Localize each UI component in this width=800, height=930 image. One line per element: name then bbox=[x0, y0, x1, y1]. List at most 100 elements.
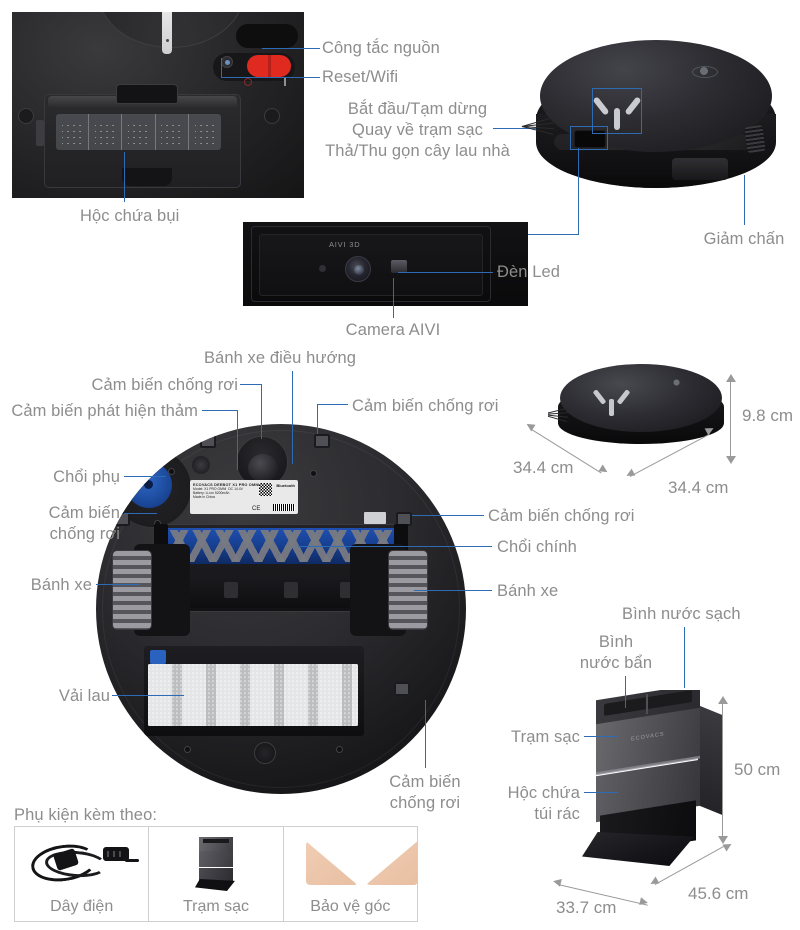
camera-sensor-dot bbox=[319, 265, 326, 272]
screw-hole bbox=[18, 108, 34, 124]
accessory-item-dock: Trạm sạc bbox=[149, 827, 284, 921]
dock-art bbox=[149, 833, 282, 891]
leader-mop-cloth bbox=[112, 695, 184, 697]
label-dirty-water-tank-line1: Bình bbox=[598, 633, 634, 651]
label-button-functions-line2: Quay về trạm sạc bbox=[352, 121, 483, 139]
corner-protector-art bbox=[284, 833, 418, 891]
dim-arrow-dock-height bbox=[722, 702, 724, 838]
accessories-box: Dây điện Trạm sạc Bảo vệ góc bbox=[14, 826, 418, 922]
decor-pill bbox=[236, 24, 298, 48]
brand-logo-icon bbox=[670, 376, 683, 389]
camera-module-photo: AIVI 3D bbox=[243, 222, 528, 306]
camera-model-text: AIVI 3D bbox=[329, 240, 361, 249]
cliff-sensor-right bbox=[396, 512, 412, 526]
mop-release-tab bbox=[150, 650, 166, 664]
dim-arrow-head-dock-down bbox=[718, 836, 728, 844]
corner-protector-left-icon bbox=[305, 841, 358, 885]
leader-reset-h bbox=[221, 77, 320, 79]
leader-cliff-tr-v bbox=[317, 404, 319, 434]
leader-wheel-right bbox=[414, 590, 492, 592]
label-camera-aivi: Camera AIVI bbox=[345, 321, 441, 339]
label-carpet-sensor: Cảm biến phát hiện thảm bbox=[11, 402, 198, 420]
leader-bumper bbox=[744, 175, 746, 225]
sticker-icon-5 bbox=[189, 114, 221, 150]
label-clean-water-tank: Bình nước sạch bbox=[622, 605, 741, 623]
accessory-item-power-cord: Dây điện bbox=[15, 827, 150, 921]
robot-top-view-photo bbox=[520, 18, 792, 218]
leader-cliff-right bbox=[412, 515, 484, 517]
label-cliff-sensor-right: Cảm biến chống rơi bbox=[488, 507, 635, 525]
screw bbox=[184, 746, 191, 753]
accessory-label-power-cord: Dây điện bbox=[50, 898, 114, 915]
leader-camera-h bbox=[493, 234, 579, 236]
leader-led bbox=[398, 272, 493, 274]
corner-protector-right-icon bbox=[365, 841, 418, 885]
leader-dustbin bbox=[124, 152, 126, 202]
accessory-item-corner-protector: Bảo vệ góc bbox=[284, 827, 418, 921]
screw bbox=[310, 470, 317, 477]
rating-label: ECOVACS DEEBOT X1 PRO OMNI Model: X1 PRO… bbox=[190, 480, 298, 514]
accessories-title: Phụ kiện kèm theo: bbox=[14, 806, 158, 824]
chassis-ring bbox=[102, 430, 460, 788]
dim-arrow-height bbox=[730, 380, 732, 458]
label-side-brush: Chổi phụ bbox=[53, 468, 120, 486]
label-cliff-sensor-bottom-line2: chống rơi bbox=[389, 794, 461, 812]
power-on-mark bbox=[284, 77, 286, 86]
robot-underside-photo: ECOVACS DEEBOT X1 PRO OMNI Model: X1 PRO… bbox=[96, 424, 466, 794]
screw bbox=[336, 746, 343, 753]
label-wheel-right: Bánh xe bbox=[497, 582, 559, 600]
mini-dock-icon bbox=[193, 837, 239, 891]
function-button bbox=[592, 94, 642, 130]
leader-wheel-left bbox=[96, 584, 140, 586]
leader-dust-bag bbox=[584, 792, 618, 794]
cliff-sensor-top-right bbox=[314, 434, 330, 448]
label-caster-wheel: Bánh xe điều hướng bbox=[203, 349, 357, 367]
label-dust-bag-line2: túi rác bbox=[534, 805, 580, 823]
dim-dock-depth: 45.6 cm bbox=[688, 884, 749, 903]
leader-power-switch bbox=[262, 48, 320, 50]
charge-contact bbox=[364, 512, 386, 524]
leader-camera-aivi bbox=[393, 278, 395, 318]
carpet-sensor bbox=[192, 456, 210, 474]
side-brush bbox=[126, 462, 172, 508]
cliff-sensor-left bbox=[114, 512, 130, 526]
leader-carpet-v bbox=[237, 410, 239, 470]
bumper-part bbox=[672, 158, 728, 180]
leader-clean-water-tank bbox=[684, 627, 686, 688]
label-button-functions-line3: Thả/Thu gọn cây lau nhà bbox=[325, 142, 510, 160]
dustbin-handle bbox=[116, 84, 178, 104]
dock-station-photo: ECOVACS bbox=[576, 690, 746, 880]
leader-cliff-bottom bbox=[425, 700, 427, 768]
dustbin-latch bbox=[122, 168, 172, 186]
label-wheel-left: Bánh xe bbox=[30, 576, 92, 594]
dock-right-side bbox=[698, 705, 722, 815]
exhaust-vent bbox=[744, 124, 766, 154]
leader-side-brush bbox=[124, 476, 166, 478]
screw-hole bbox=[264, 108, 280, 124]
robot-side-top bbox=[560, 364, 722, 432]
leader-camera-v bbox=[578, 148, 580, 235]
power-cord-art bbox=[15, 833, 148, 891]
power-off-mark bbox=[244, 78, 252, 86]
label-dirty-water-tank-line2: nước bẩn bbox=[579, 654, 653, 672]
sticker-icon-3 bbox=[122, 114, 156, 150]
label-main-brush: Chổi chính bbox=[497, 538, 577, 556]
leader-dirty-water-tank bbox=[625, 676, 627, 708]
qr-code-icon bbox=[259, 483, 272, 496]
camera-face bbox=[259, 234, 483, 296]
sticker-icon-2 bbox=[89, 114, 123, 150]
sticker-icon-1 bbox=[56, 114, 90, 150]
dim-arrow-head-d1 bbox=[624, 468, 636, 480]
label-mop-cloth: Vải lau bbox=[58, 687, 110, 705]
camera-housing bbox=[251, 226, 491, 302]
highlight-box-button bbox=[592, 88, 642, 134]
camera-lens bbox=[345, 256, 371, 282]
highlight-box-led bbox=[570, 126, 608, 150]
label-cliff-sensor-bottom-line1: Cảm biến bbox=[389, 773, 461, 791]
cord-tail bbox=[125, 859, 139, 862]
leader-reset-v bbox=[221, 58, 223, 78]
leader-cliff-tl-h bbox=[240, 384, 262, 386]
ce-mark-icon: CE bbox=[252, 506, 261, 512]
function-button bbox=[592, 388, 631, 416]
